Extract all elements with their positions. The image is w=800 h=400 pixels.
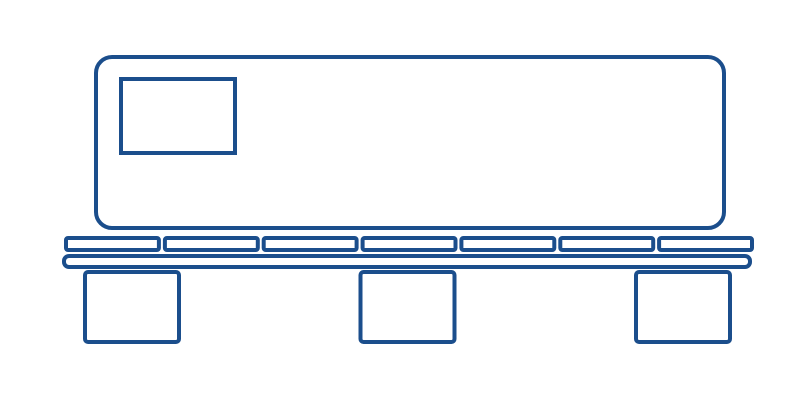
pallet-deck-board xyxy=(261,236,359,252)
pallet-deck-board xyxy=(64,236,161,252)
pallet-block xyxy=(358,270,457,344)
pallet-block xyxy=(634,270,732,344)
pallet-deck-board xyxy=(459,236,557,252)
pallet-deck-board xyxy=(360,236,458,252)
cargo-box-body xyxy=(94,55,726,230)
pallet-blocks xyxy=(83,270,732,344)
pallet-block xyxy=(83,270,181,344)
pallet-top-deck xyxy=(64,236,754,252)
cargo-box xyxy=(94,55,726,230)
pallet-stringer-board xyxy=(62,254,752,269)
cargo-label xyxy=(119,77,237,155)
pallet-deck-board xyxy=(162,236,260,252)
pallet-deck-board xyxy=(657,236,754,252)
pallet-deck-board xyxy=(558,236,656,252)
